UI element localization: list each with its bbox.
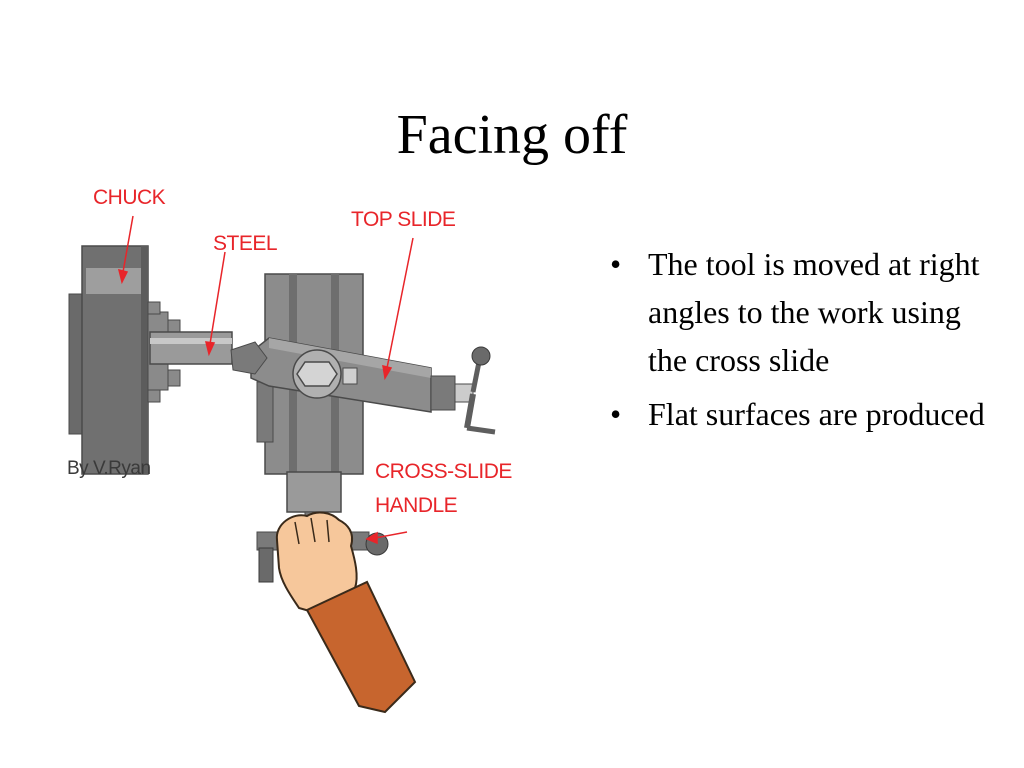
bullet-glyph: • xyxy=(610,396,622,432)
slide-title: Facing off xyxy=(396,104,628,166)
label-arrows xyxy=(117,215,414,545)
image-credit: By V.Ryan xyxy=(67,458,151,479)
lathe-facing-diagram: CHUCK STEEL TOP SLIDE CROSS-SLIDE HANDLE… xyxy=(55,172,570,727)
steel-workpiece xyxy=(149,331,233,365)
bullet-text: The tool is moved at right angles to the… xyxy=(648,246,980,378)
label-steel: STEEL xyxy=(213,232,277,255)
bullet-item: • The tool is moved at right angles to t… xyxy=(600,240,1000,384)
bullet-list: • The tool is moved at right angles to t… xyxy=(600,240,1000,444)
bullet-text: Flat surfaces are produced xyxy=(648,396,985,432)
cross-slide-column xyxy=(256,273,364,543)
bullet-item: • Flat surfaces are produced xyxy=(600,390,1000,438)
label-cross-slide-line1: CROSS-SLIDE xyxy=(375,460,512,483)
label-top-slide: TOP SLIDE xyxy=(351,208,456,231)
operator-hand xyxy=(275,511,417,714)
label-chuck: CHUCK xyxy=(93,186,166,209)
bullet-glyph: • xyxy=(610,246,622,282)
label-cross-slide-line2: HANDLE xyxy=(375,494,458,517)
